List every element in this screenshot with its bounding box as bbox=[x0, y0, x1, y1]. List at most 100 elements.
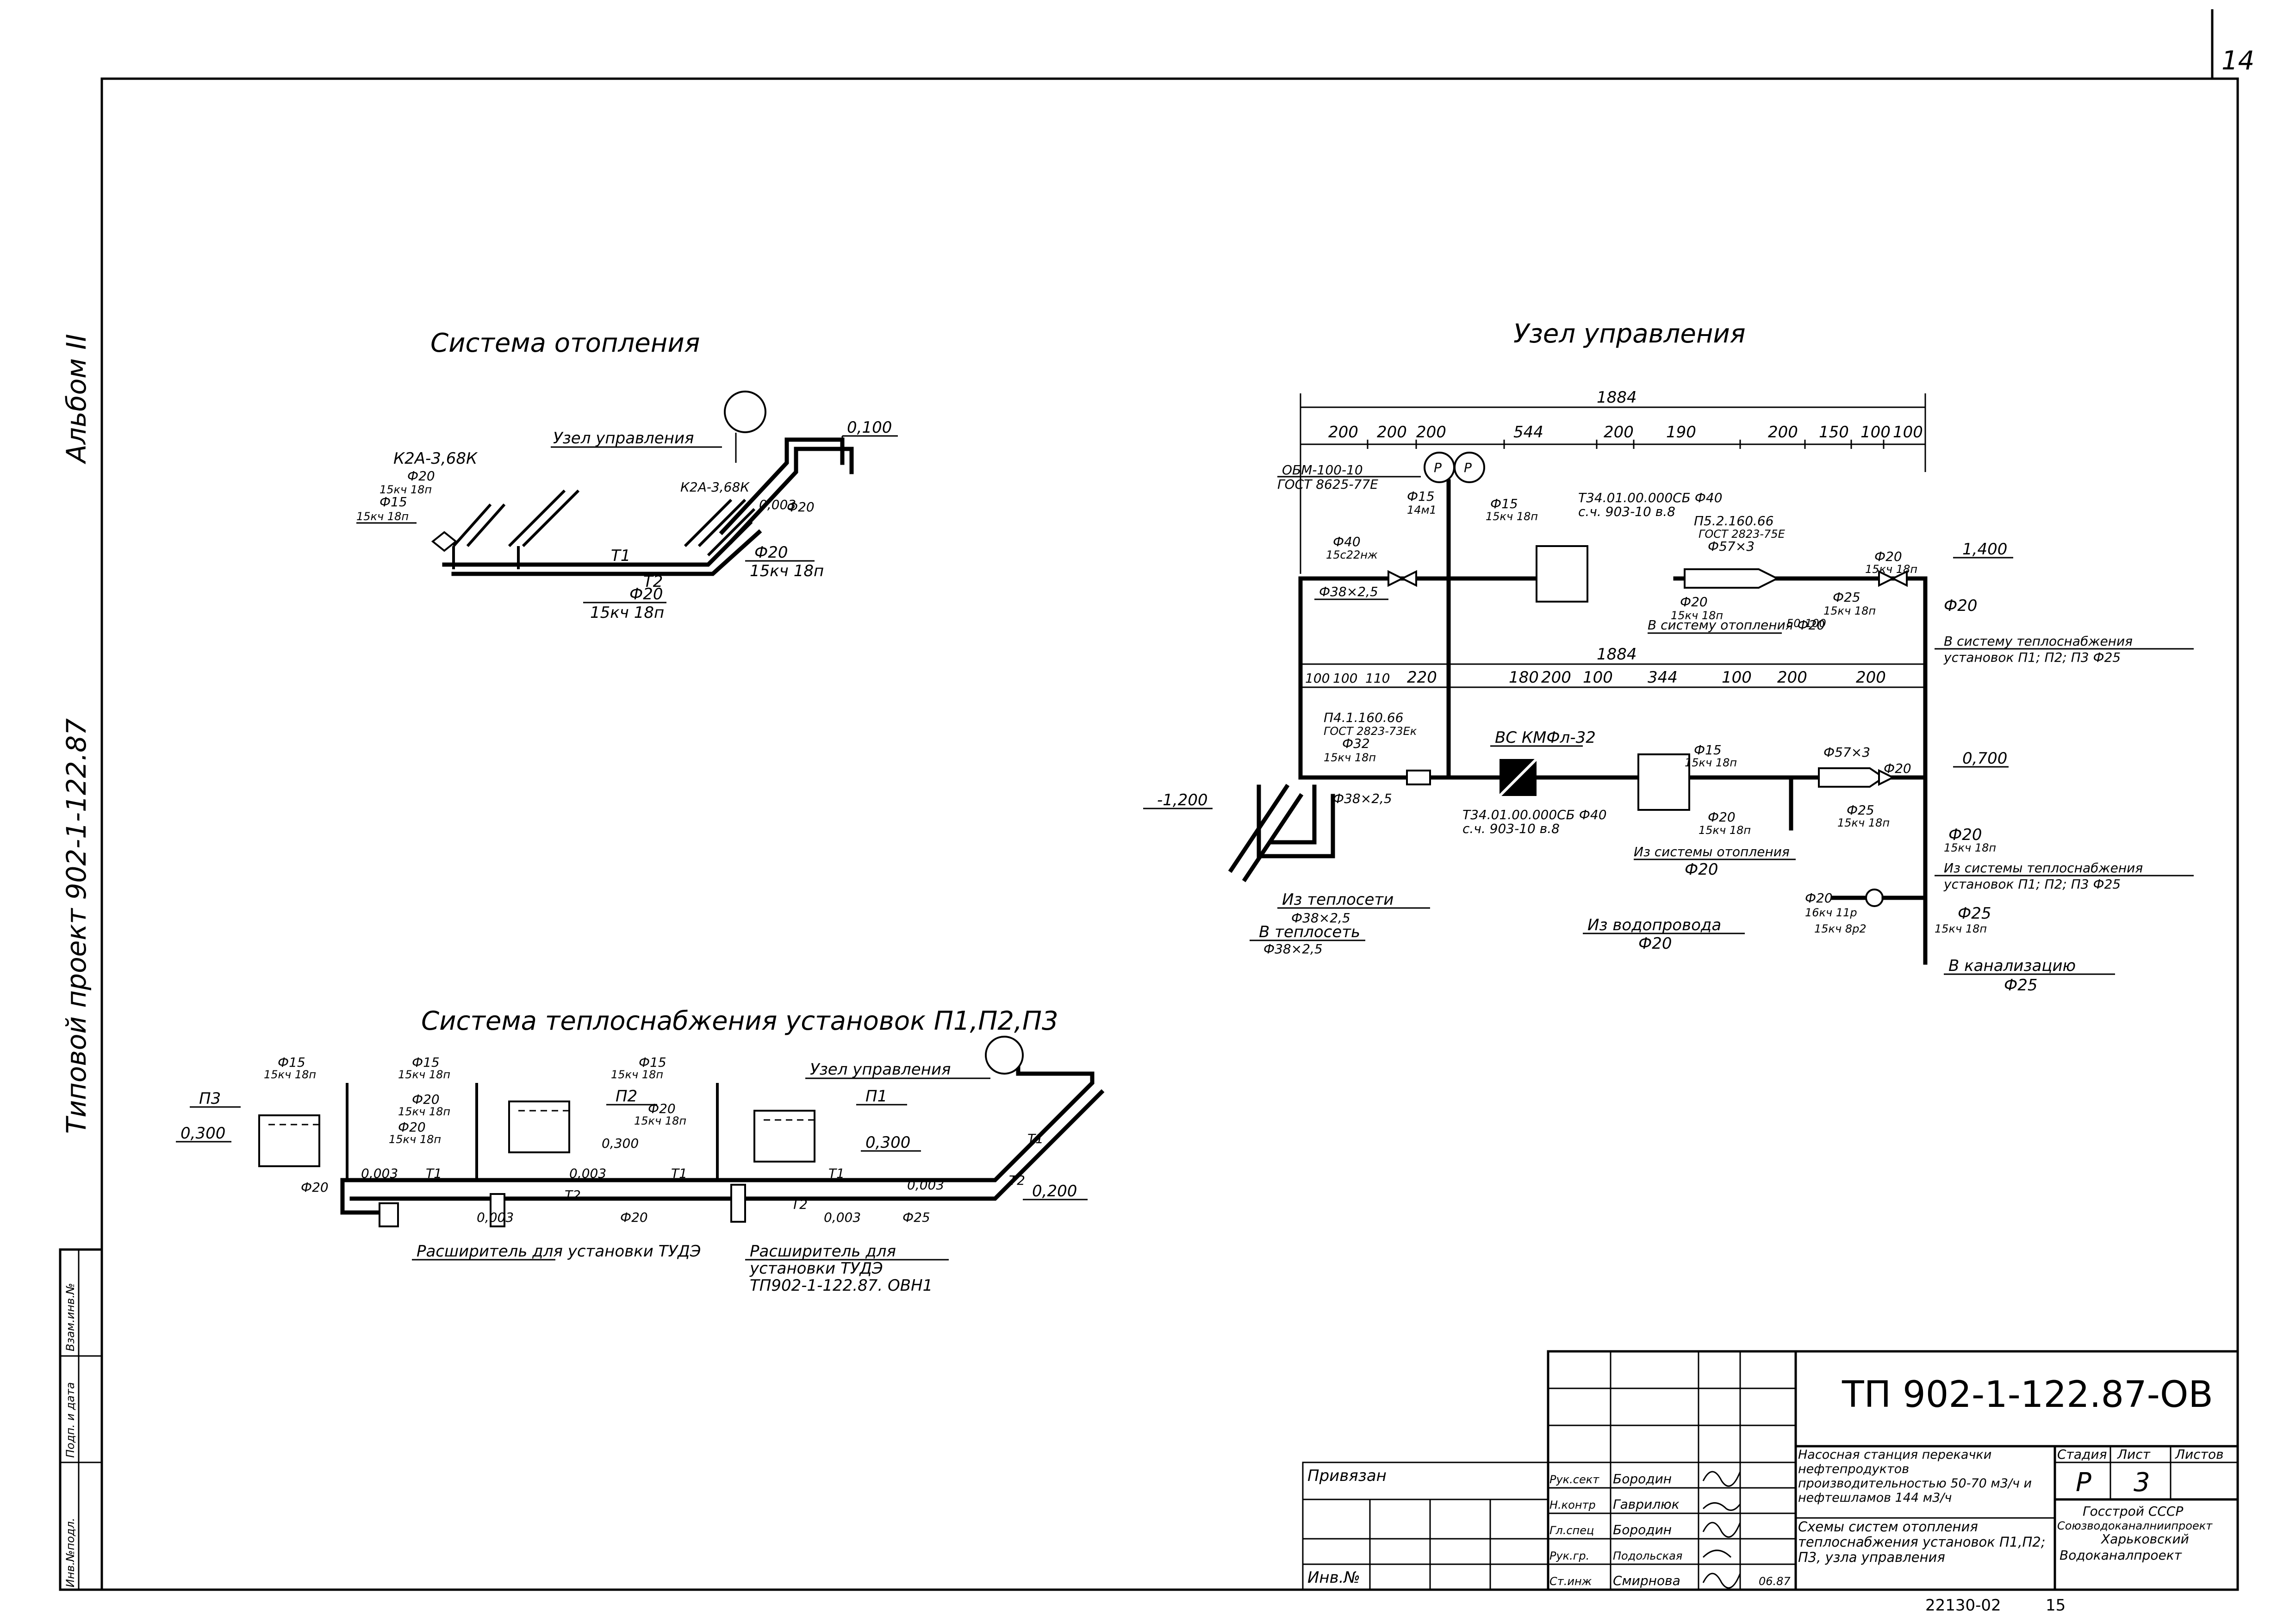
from-water-label: Из водопровода bbox=[1587, 916, 1721, 934]
heating-bottom-d: Ф20 bbox=[629, 585, 663, 603]
check-valve bbox=[1865, 889, 1884, 907]
bot-pipe-38x25: Ф38×2,5 bbox=[1333, 791, 1392, 806]
heating-system-diagram: Система отопления Узел управления 0,100 … bbox=[356, 328, 898, 622]
gauge-1-p: Р bbox=[1434, 460, 1442, 475]
strip-sign: Подп. и дата bbox=[64, 1382, 77, 1458]
dim-bot-5: 200 bbox=[1541, 668, 1571, 687]
sup-t1-4: Т1 bbox=[1027, 1131, 1044, 1146]
valve-bottom-right bbox=[1878, 769, 1895, 786]
control-node-title: Узел управления bbox=[1513, 319, 1746, 349]
sup-t1-1: Т1 bbox=[426, 1166, 442, 1181]
bot-valve-d: 15кч 18п bbox=[1837, 816, 1890, 829]
sup-el-0300-c: 0,300 bbox=[865, 1133, 910, 1152]
dim-bot-3: 220 bbox=[1407, 668, 1437, 687]
p41-std: ГОСТ 2823-73Ек bbox=[1324, 725, 1417, 738]
object-desc: Насосная станция перекачки нефтепродукто… bbox=[1798, 1448, 2032, 1505]
sup-d20-mid: Ф20 bbox=[620, 1210, 648, 1225]
dim-top-9: 100 bbox=[1893, 423, 1923, 442]
bot-d20-b: Ф20 bbox=[1708, 809, 1736, 825]
sup-t2-1: Т2 bbox=[565, 1188, 581, 1203]
bound-label: Привязан bbox=[1307, 1467, 1387, 1485]
sup-slope-1: 0,003 bbox=[361, 1166, 398, 1181]
gauge-2-p: Р bbox=[1464, 460, 1472, 475]
vs-label: ВС КМФл-32 bbox=[1495, 728, 1596, 747]
to-sewer-label: В канализацию bbox=[1948, 957, 2076, 975]
p41-left bbox=[1406, 770, 1431, 785]
strip-replace: Взам.инв.№ bbox=[64, 1283, 77, 1351]
sup-el-0200: 0,200 bbox=[1032, 1182, 1077, 1200]
sup-valve-2: 15кч 18п bbox=[398, 1068, 450, 1081]
top-d100: 100 bbox=[1805, 617, 1826, 630]
top-valve-d: 15кч 18п bbox=[1865, 563, 1917, 576]
org-2: Союзводоканалниипроект bbox=[2057, 1519, 2213, 1532]
gauge-std: ГОСТ 8625-77Е bbox=[1277, 477, 1378, 492]
from-supply-l2: установок П1; П2; П3 Ф25 bbox=[1943, 877, 2121, 892]
el-0700: 0,700 bbox=[1962, 749, 2007, 768]
bot-d15: Ф15 bbox=[1694, 742, 1722, 758]
expander-1-label: Расширитель для установки ТУДЭ bbox=[417, 1242, 701, 1261]
heating-right-d2: Ф20 bbox=[754, 543, 788, 562]
sheet-value: 3 bbox=[2134, 1468, 2150, 1498]
to-supply-l2: установок П1; П2; П3 Ф25 bbox=[1943, 650, 2121, 665]
sup-slope-3: 0,003 bbox=[569, 1166, 606, 1181]
sup-slope-2: 0,003 bbox=[477, 1210, 514, 1225]
heating-title: Система отопления bbox=[430, 328, 700, 358]
filter-top-ref: с.ч. 903-10 в.8 bbox=[1578, 504, 1675, 519]
role-3: Рук.гр. bbox=[1549, 1549, 1589, 1562]
to-sewer-d: Ф25 bbox=[2004, 976, 2038, 995]
archive-number: 22130-02 bbox=[1925, 1596, 2001, 1615]
sup-d20-2c: Ф20 bbox=[398, 1119, 426, 1135]
top-valve-a: 15кч 18п bbox=[1486, 510, 1538, 523]
org-4: Водоканалпроект bbox=[2060, 1548, 2182, 1563]
filter-bottom bbox=[1637, 753, 1690, 811]
dim-bot-4: 180 bbox=[1509, 668, 1539, 687]
heating-rad1-valve2: 15кч 18п bbox=[356, 510, 409, 523]
signatures bbox=[1702, 1471, 1741, 1589]
sup-t2-2: Т2 bbox=[791, 1197, 808, 1212]
heating-right-d: Ф20 bbox=[787, 499, 815, 515]
valve-top-right bbox=[1878, 570, 1895, 587]
radiator-left bbox=[452, 489, 580, 569]
dim-top-3: 544 bbox=[1513, 423, 1543, 442]
sup-d15-1: Ф15 bbox=[278, 1055, 305, 1070]
heater-p1: П1 bbox=[753, 1087, 907, 1163]
archive-page: 15 bbox=[2046, 1596, 2066, 1615]
expander-2-l3: ТП902-1-122.87. ОВН1 bbox=[750, 1276, 933, 1295]
sheet-header: Лист bbox=[2117, 1447, 2151, 1462]
heating-t2: Т2 bbox=[643, 572, 663, 591]
sign-date: 06.87 bbox=[1759, 1575, 1791, 1588]
top-valve-14m1: 14м1 bbox=[1407, 504, 1437, 516]
sheets-header: Листов bbox=[2175, 1447, 2224, 1462]
heating-rad2-type: К2А-3,68К bbox=[680, 479, 750, 495]
expander-1b bbox=[490, 1193, 505, 1227]
filter-top-label: Т34.01.00.000СБ Ф40 bbox=[1578, 490, 1723, 505]
from-heating-d: Ф20 bbox=[1685, 860, 1718, 879]
sup-valve-1: 15кч 18п bbox=[264, 1068, 316, 1081]
role-0: Рук.сект bbox=[1549, 1473, 1599, 1486]
p3-label: П3 bbox=[199, 1089, 221, 1108]
p1-label: П1 bbox=[865, 1087, 887, 1106]
to-heating-label: В систему отопления Ф20 bbox=[1648, 617, 1825, 633]
top-valve-c: 15кч 18п bbox=[1823, 604, 1876, 617]
from-net-label: Из теплосети bbox=[1282, 890, 1394, 909]
heating-slope: 0,003 bbox=[759, 497, 796, 512]
album-label: Альбом II bbox=[61, 334, 92, 465]
sup-t2-3: Т2 bbox=[1009, 1173, 1025, 1188]
dim-bot-6: 100 bbox=[1583, 668, 1613, 687]
radiator-right bbox=[684, 498, 756, 557]
to-net-label: В теплосеть bbox=[1259, 923, 1360, 941]
supply-node-label: Узел управления bbox=[810, 1060, 951, 1079]
from-supply-l1: Из системы теплоснабжения bbox=[1944, 860, 2143, 876]
sup-valve-3b: 15кч 18п bbox=[634, 1114, 686, 1127]
top-d15-b: Ф15 bbox=[1407, 489, 1435, 504]
p41-fitting bbox=[1818, 767, 1885, 788]
page-number: 14 bbox=[2221, 46, 2254, 76]
expander-2-l1: Расширитель для bbox=[750, 1242, 896, 1261]
dim-bot-9: 200 bbox=[1777, 668, 1807, 687]
valve-d40 bbox=[1388, 570, 1405, 587]
top-d20-a: Ф20 bbox=[1680, 594, 1708, 609]
dim-top-2: 200 bbox=[1416, 423, 1446, 442]
left-stamp-strip: Инв.№подл. Подп. и дата Взам.инв.№ bbox=[59, 1248, 103, 1591]
dim-bot-0: 100 bbox=[1305, 671, 1330, 686]
water-valve-15kch8r2: 15кч 8р2 bbox=[1814, 922, 1867, 935]
